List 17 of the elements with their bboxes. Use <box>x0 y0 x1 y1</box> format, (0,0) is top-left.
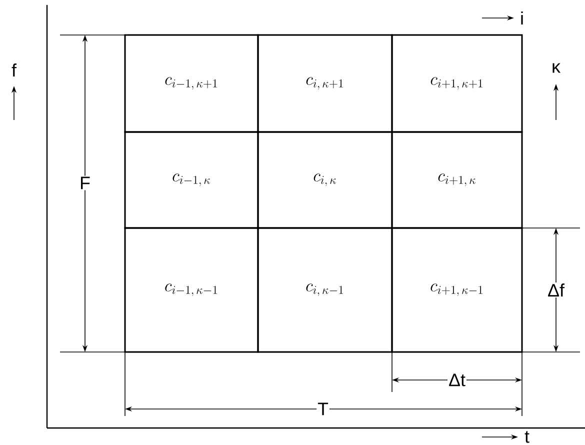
dimension-label: T <box>316 402 330 416</box>
grid-cell: $c_{i,\,\kappa+1}$ <box>257 34 393 133</box>
axis-label: t <box>524 430 530 444</box>
dimension-label: Δf <box>546 282 566 298</box>
index-label: i <box>519 10 525 26</box>
index-label: κ <box>550 62 562 74</box>
dimension-label: Δt <box>448 372 466 388</box>
grid-cell: $c_{i-1,\,\kappa+1}$ <box>124 34 259 133</box>
grid-cell: $c_{i,\,\kappa}$ <box>257 131 393 229</box>
grid-cell: $c_{i-1,\,\kappa}$ <box>124 131 259 229</box>
grid-cell: $c_{i+1,\,\kappa+1}$ <box>391 34 523 133</box>
grid-cell: $c_{i-1,\,\kappa-1}$ <box>124 227 259 353</box>
grid-cell: $c_{i+1,\,\kappa-1}$ <box>391 227 523 353</box>
grid-cell: $c_{i,\,\kappa-1}$ <box>257 227 393 353</box>
dimension-label: F <box>78 176 92 190</box>
axis-label: f <box>10 62 18 78</box>
grid-cell: $c_{i+1,\,\kappa}$ <box>391 131 523 229</box>
